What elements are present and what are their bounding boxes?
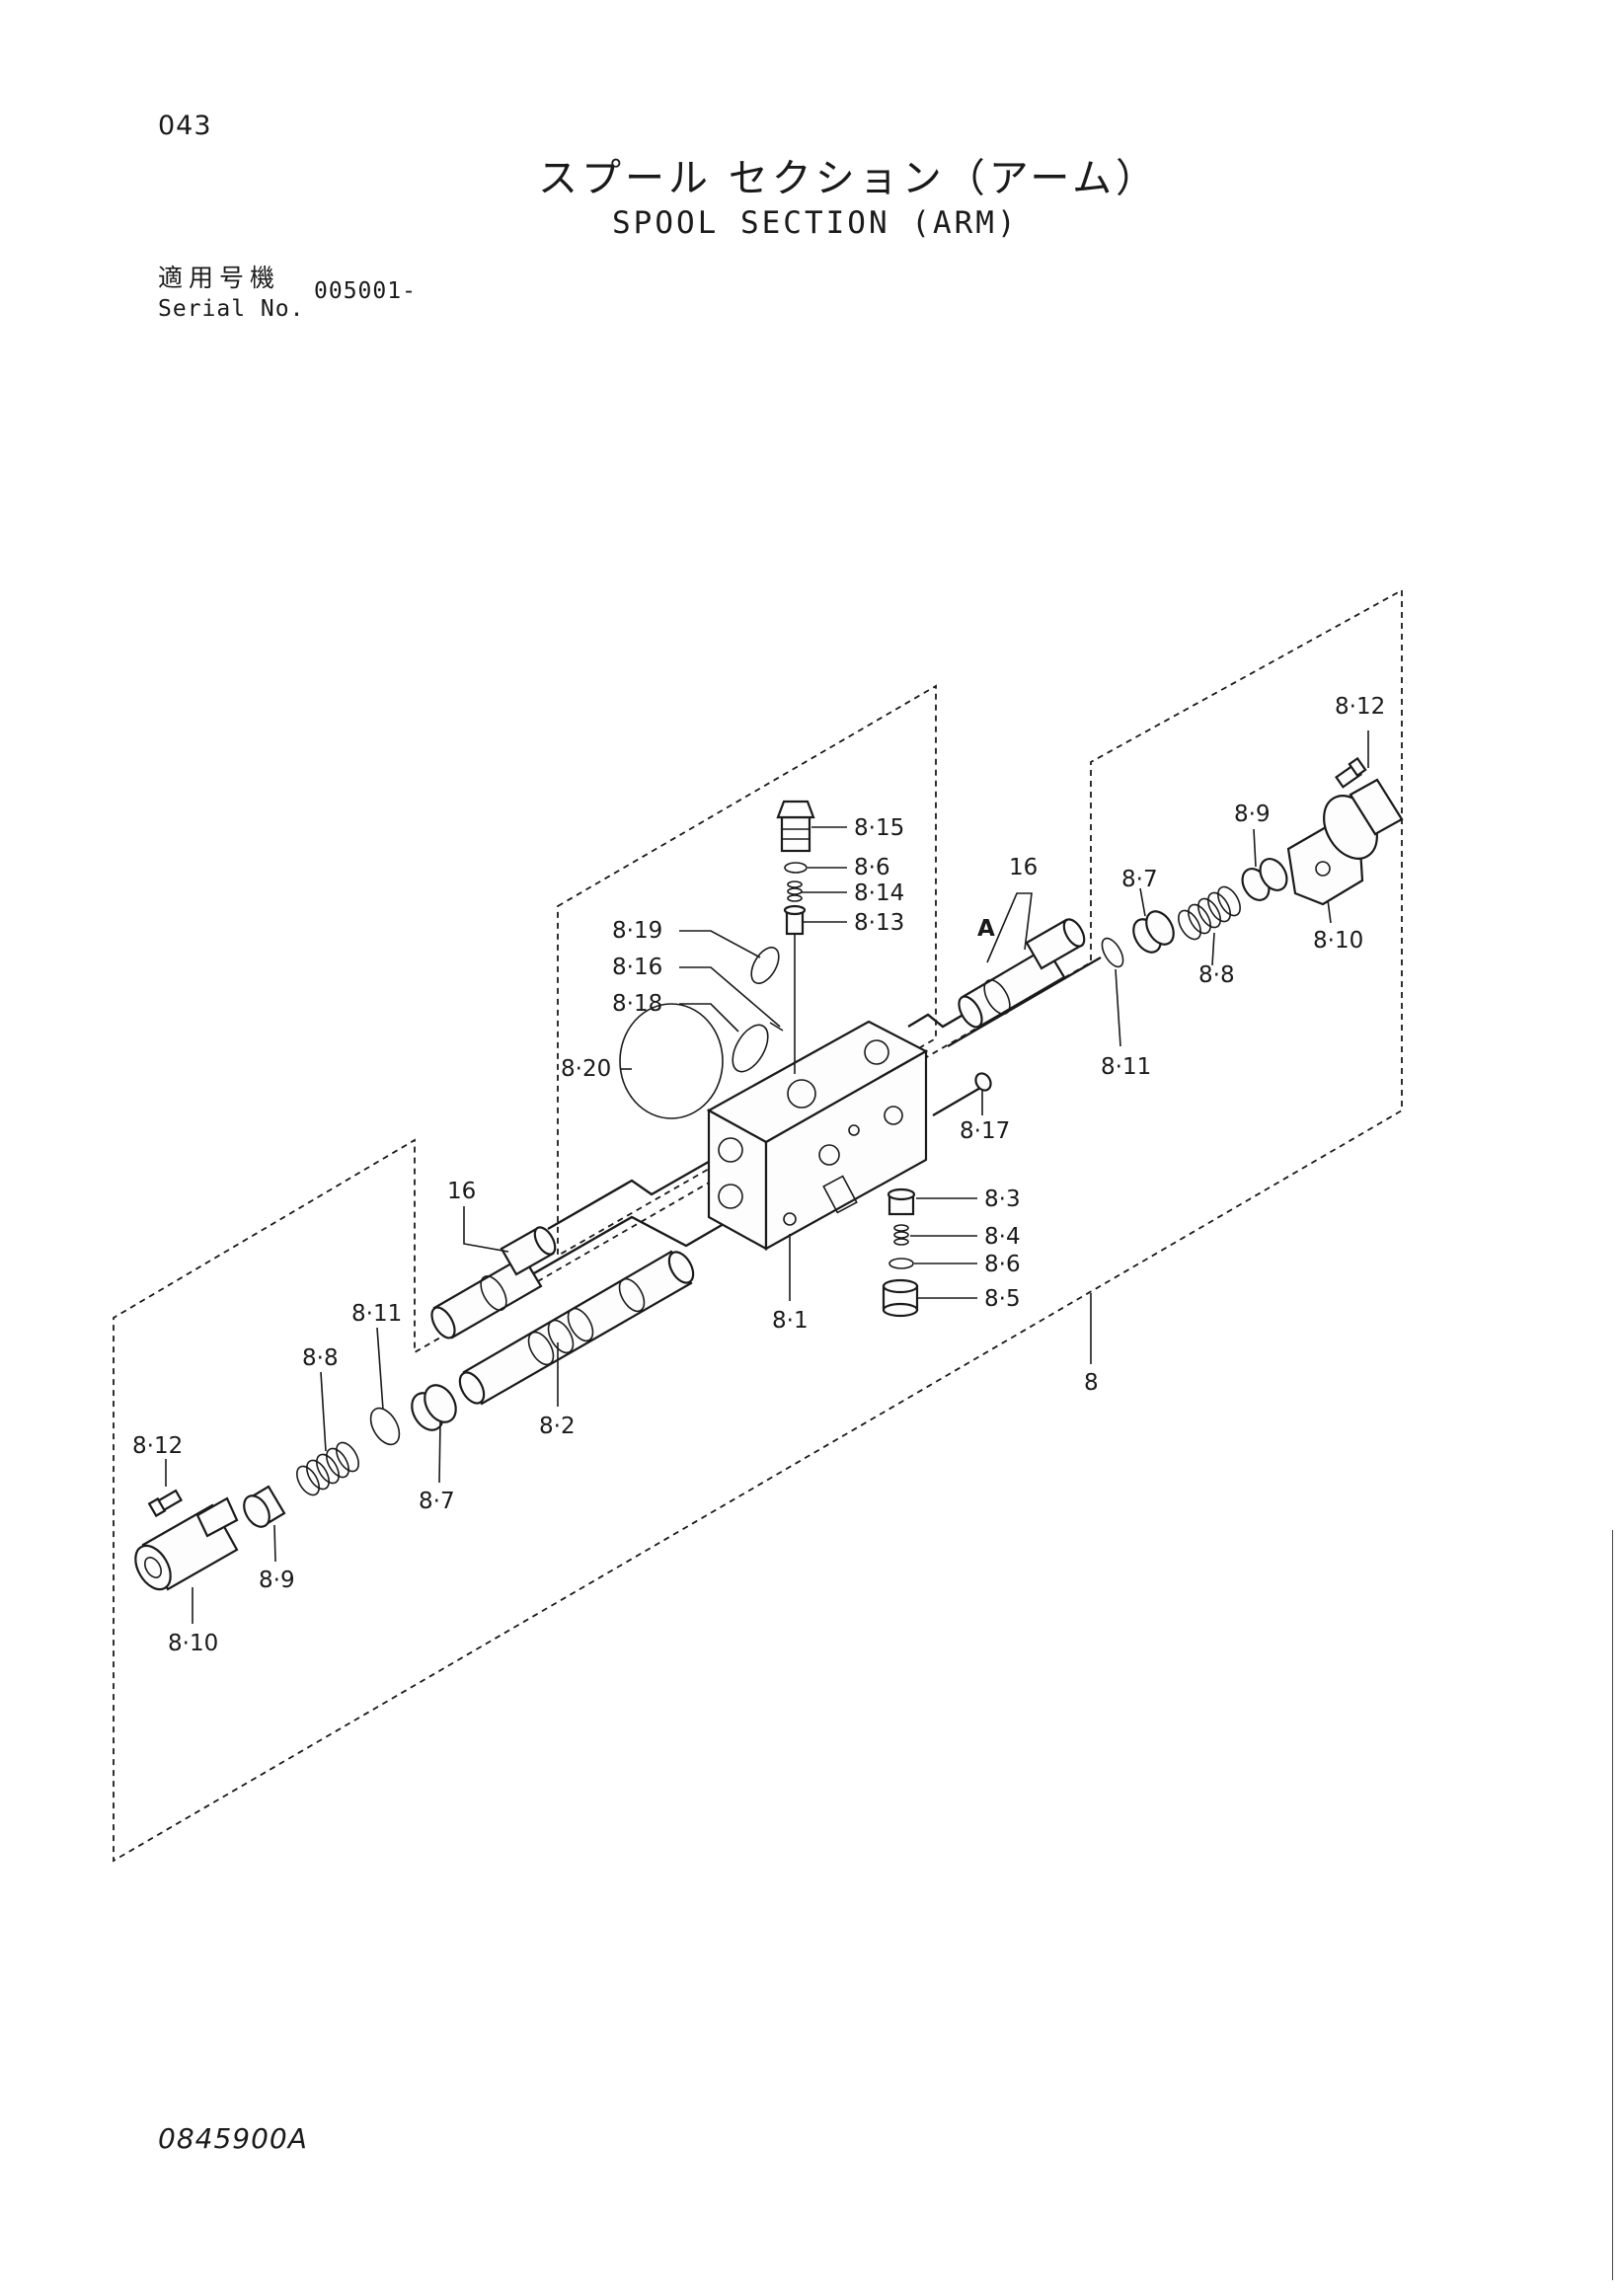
- callout-8-6-low: 8·6: [984, 1252, 1021, 1277]
- block-axis: [932, 1082, 988, 1117]
- o-ring-8-19: [750, 947, 780, 984]
- o-ring-8-6-low: [888, 1258, 914, 1269]
- callout-8-20: 8·20: [561, 1056, 611, 1082]
- callout-8-18: 8·18: [612, 991, 662, 1017]
- callout-8-5: 8·5: [984, 1286, 1021, 1312]
- seat-8-9-right: [1241, 858, 1288, 901]
- spring-8-14: [787, 880, 803, 902]
- stopper-8-7-right: [1132, 910, 1175, 954]
- serial-label-japanese: 適用号機: [158, 264, 281, 292]
- callout-8: 8: [1084, 1370, 1099, 1396]
- callout-8-4: 8·4: [984, 1224, 1021, 1250]
- o-ring-8-6-top: [784, 862, 808, 874]
- callout-8-1: 8·1: [772, 1308, 809, 1334]
- relief-valve-16-upper: [958, 918, 1086, 1029]
- relief-valve-16-lower: [430, 1226, 557, 1339]
- callout-8-7-left: 8·7: [419, 1489, 455, 1514]
- plug-8-5: [882, 1278, 919, 1318]
- callout-8-19: 8·19: [612, 918, 662, 944]
- spring-8-8-right: [1178, 885, 1241, 941]
- callout-8-2: 8·2: [539, 1414, 576, 1439]
- callout-8-13: 8·13: [854, 910, 904, 936]
- page-edge-line: [1612, 1530, 1613, 2280]
- callout-8-8-right: 8·8: [1198, 962, 1235, 988]
- callout-8-11-left: 8·11: [351, 1301, 402, 1327]
- spool-8-2: [458, 1250, 695, 1406]
- stopper-8-7-left: [411, 1384, 457, 1431]
- callout-8-10-right: 8·10: [1313, 928, 1363, 954]
- spring-8-4: [893, 1224, 909, 1246]
- pin-8-16: [769, 1022, 784, 1032]
- callout-8-16: 8·16: [612, 955, 662, 980]
- spool-axis-line: [473, 1215, 736, 1310]
- callout-16-upper: 16: [1009, 855, 1038, 880]
- callout-8-8-left: 8·8: [302, 1345, 339, 1371]
- poppet-8-13: [783, 904, 807, 936]
- callout-8-6-top: 8·6: [854, 855, 890, 880]
- valve-body-8-1: [706, 1020, 929, 1251]
- bolt-8-12-right: [1335, 756, 1367, 789]
- callout-8-12-left: 8·12: [132, 1433, 183, 1459]
- plug-8-15: [776, 800, 815, 853]
- relief-axis-lower: [547, 1153, 722, 1231]
- group-boundary-main: [113, 588, 1403, 1863]
- cap-8-10-left: [134, 1496, 239, 1591]
- spring-8-8-left: [296, 1441, 359, 1496]
- plug-8-17: [974, 1072, 992, 1092]
- serial-number-value: 005001-: [314, 278, 417, 304]
- seat-8-9-left: [243, 1485, 286, 1528]
- o-ring-8-11-right: [1101, 937, 1124, 968]
- callout-8-12-right: 8·12: [1335, 694, 1385, 720]
- callout-8-17: 8·17: [960, 1118, 1010, 1144]
- drawing-id: 0845900A: [158, 2122, 308, 2155]
- callout-8-14: 8·14: [854, 880, 904, 906]
- callout-8-11-right: 8·11: [1101, 1054, 1151, 1080]
- spool-axis-upper: [947, 956, 1102, 1048]
- bolt-8-12-left: [147, 1489, 184, 1518]
- o-ring-8-20: [619, 1003, 724, 1119]
- o-ring-8-11-left: [369, 1407, 401, 1446]
- callout-8-3: 8·3: [984, 1186, 1021, 1212]
- o-ring-8-18: [732, 1024, 769, 1073]
- serial-label-english: Serial No.: [158, 296, 305, 322]
- title-japanese: スプール セクション（アーム）: [538, 156, 1160, 201]
- callout-8-9-right: 8·9: [1234, 802, 1271, 827]
- callout-8-7-right: 8·7: [1121, 867, 1158, 892]
- callout-16-lower: 16: [447, 1179, 476, 1204]
- leader-lines: [165, 730, 1369, 1624]
- title-english: SPOOL SECTION (ARM): [612, 205, 1019, 241]
- page-number: 043: [158, 111, 212, 141]
- callout-8-15: 8·15: [854, 815, 904, 841]
- plug-8-3: [887, 1187, 916, 1216]
- callout-8-10-left: 8·10: [168, 1631, 218, 1656]
- callout-a: A: [977, 916, 995, 942]
- cap-8-10-right: [1286, 778, 1404, 906]
- callout-8-9-left: 8·9: [259, 1568, 295, 1593]
